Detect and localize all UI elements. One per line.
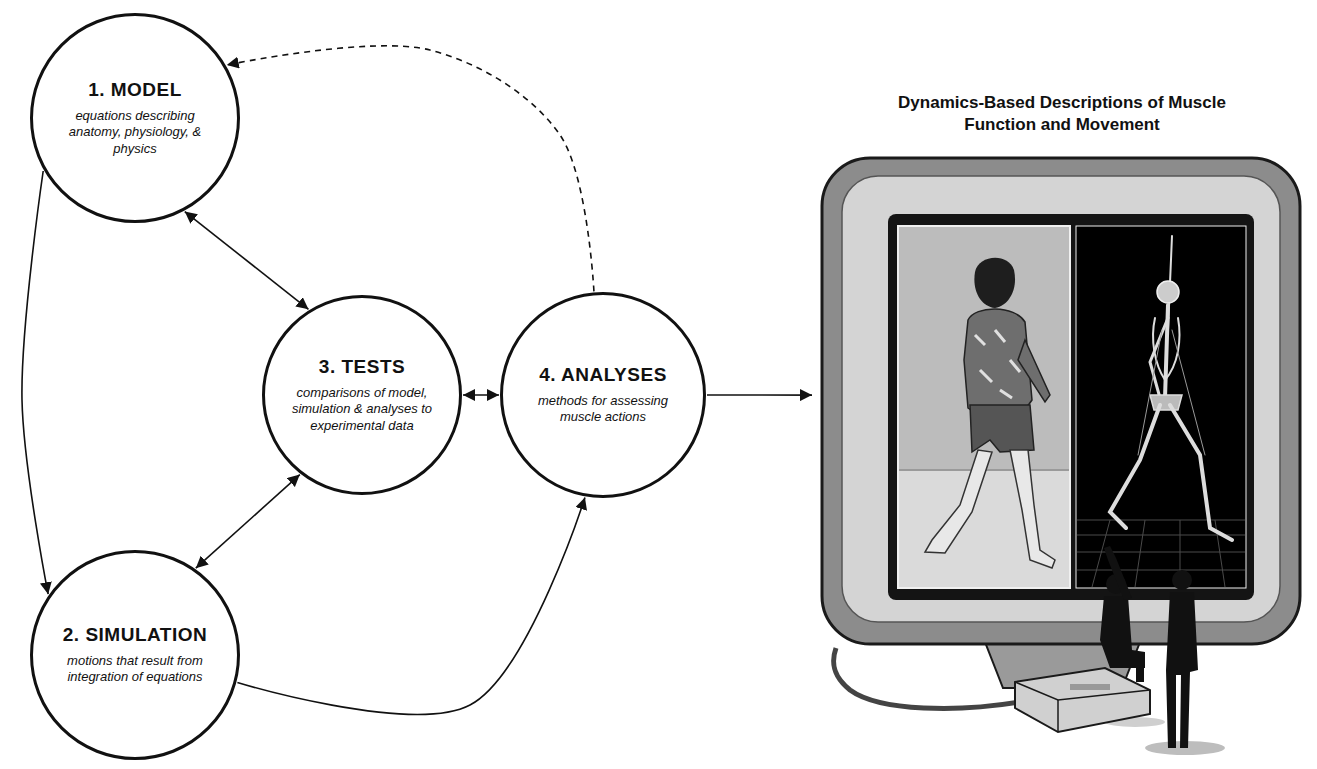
seated-person <box>1100 546 1145 682</box>
child-arm <box>1018 340 1050 402</box>
person-head <box>1172 570 1192 590</box>
arm-bones <box>1150 318 1168 398</box>
floor-grid <box>1077 520 1245 587</box>
monitor-screen <box>888 214 1254 600</box>
circle-heading: 2. SIMULATION <box>63 624 207 647</box>
circle-heading: 3. TESTS <box>319 356 405 379</box>
photo-floor <box>899 470 1069 587</box>
monitor-display: Dynamics-Based Descriptions of Muscle Fu… <box>812 88 1312 760</box>
flow-arrow <box>237 497 585 714</box>
process-circle: 3. TESTS comparisons of model, simulation… <box>262 295 462 495</box>
child-head <box>974 258 1015 308</box>
grid-line <box>1135 520 1145 587</box>
shirt-pattern <box>975 330 1020 398</box>
circle-description: methods for assessing muscle actions <box>528 393 678 426</box>
grid-line <box>1077 570 1245 571</box>
muscle-line <box>1138 330 1162 455</box>
child-shorts <box>970 405 1034 452</box>
drive-slot <box>1070 684 1110 690</box>
pelvis <box>1150 395 1182 410</box>
leg-bones <box>1110 405 1160 528</box>
process-circle: 2. SIMULATION motions that result from in… <box>30 550 240 760</box>
skeleton-panel <box>1076 226 1246 588</box>
flow-arrow <box>707 394 812 396</box>
person-arm <box>1104 546 1132 600</box>
process-circle: 1. MODEL equations describing anatomy, ph… <box>30 13 240 223</box>
skull <box>1157 281 1179 303</box>
photo-panel <box>898 226 1070 588</box>
muscle-line <box>1172 330 1205 455</box>
flow-arrow <box>227 46 594 292</box>
leg-bones <box>1170 405 1232 540</box>
circle-description: equations describing anatomy, physiology… <box>60 108 210 157</box>
process-circle: 4. ANALYSES methods for assessing muscle … <box>500 292 706 498</box>
child-leg <box>925 450 992 553</box>
person-body <box>1166 592 1198 748</box>
grid-line <box>1077 520 1245 521</box>
box-edge <box>1057 700 1059 732</box>
monitor-illustration <box>812 88 1312 760</box>
circle-description: motions that result from integration of … <box>60 653 210 686</box>
monitor-bezel <box>822 158 1300 644</box>
flow-arrow <box>463 394 499 396</box>
box-edge <box>1015 682 1150 700</box>
person-leg <box>1136 652 1144 682</box>
standing-person <box>1166 570 1198 748</box>
ribcage <box>1153 318 1179 380</box>
circle-heading: 1. MODEL <box>88 79 182 102</box>
circle-description: comparisons of model, simulation & analy… <box>287 385 437 434</box>
computer-box <box>1015 668 1150 732</box>
flow-arrow <box>196 475 300 569</box>
circle-heading: 4. ANALYSES <box>539 364 667 387</box>
flow-arrow <box>185 212 309 310</box>
skeleton-figure <box>1110 236 1232 540</box>
flow-arrow <box>22 171 48 594</box>
child-leg <box>1010 450 1055 568</box>
monitor-inner-bezel <box>842 176 1280 622</box>
diagram-title: Dynamics-Based Descriptions of Muscle Fu… <box>897 92 1227 136</box>
